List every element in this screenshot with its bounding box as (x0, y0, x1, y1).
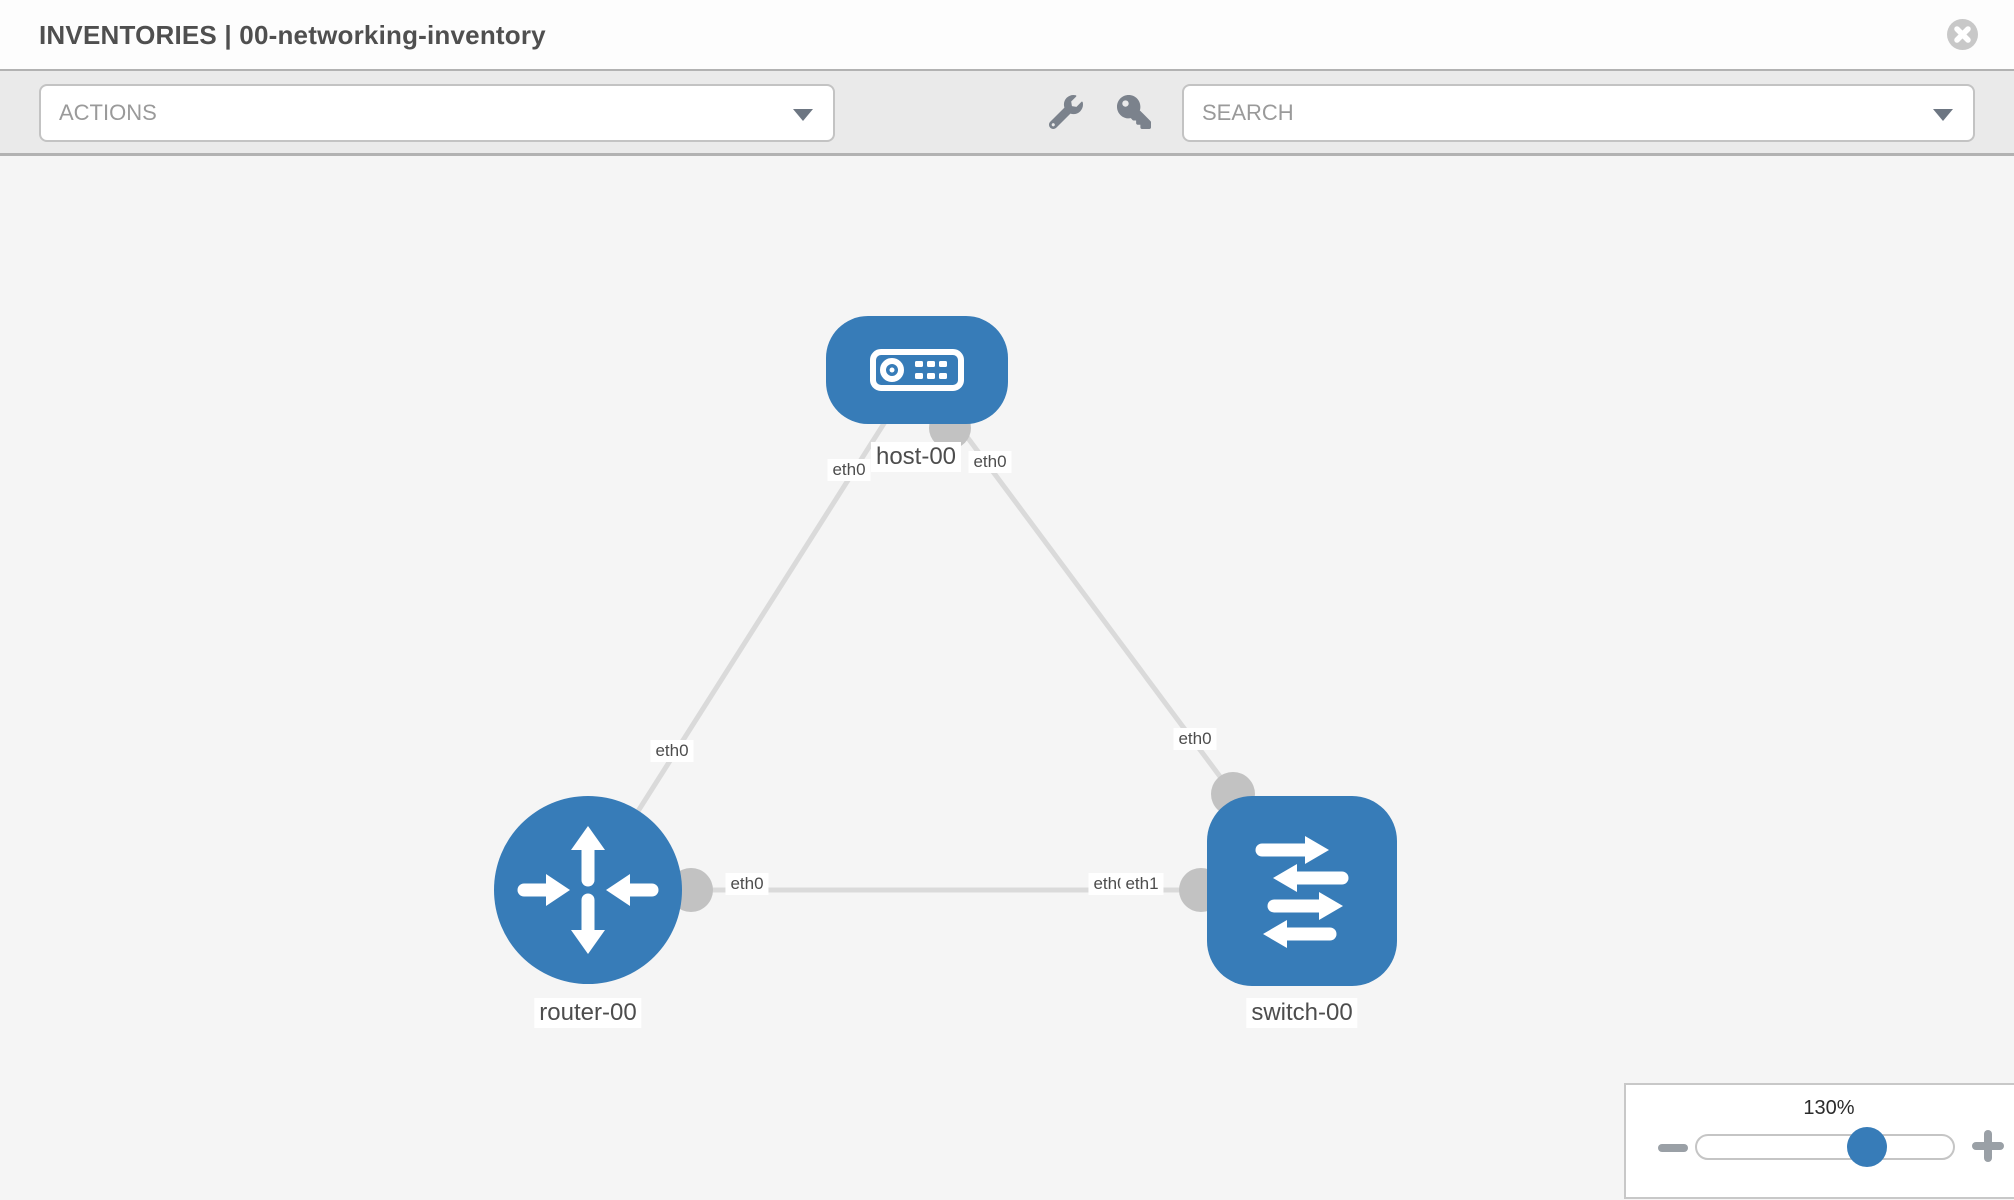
node-label-host-00: host-00 (870, 442, 962, 472)
zoom-slider-thumb[interactable] (1847, 1127, 1887, 1167)
breadcrumb-header: INVENTORIES | 00-networking-inventory (0, 0, 2014, 71)
chevron-down-icon (1933, 109, 1953, 121)
ports-layer (669, 407, 1255, 912)
interface-label: eth0 (968, 451, 1012, 473)
zoom-level-value: 130% (1803, 1097, 1855, 1119)
zoom-control-panel: 130% (1624, 1083, 2014, 1199)
zoom-in-button[interactable] (1971, 1130, 2005, 1164)
interface-label: eth1 (1120, 873, 1164, 895)
interface-label: eth0 (827, 459, 871, 481)
zoom-out-button[interactable] (1656, 1137, 1690, 1157)
search-input[interactable] (1184, 86, 1973, 140)
close-button[interactable] (1947, 19, 1978, 50)
node-host-00[interactable] (826, 316, 1008, 424)
interface-label: eth0 (1173, 728, 1217, 750)
interface-label: eth0 (650, 740, 694, 762)
switch-icon (1255, 836, 1349, 948)
minus-icon (1658, 1143, 1688, 1152)
zoom-slider-track[interactable] (1695, 1127, 1955, 1167)
close-icon (1947, 19, 1978, 50)
key-icon[interactable] (1117, 95, 1151, 129)
host-icon (870, 349, 964, 391)
node-label-router-00: router-00 (534, 998, 642, 1028)
toolbar: ACTIONS (0, 71, 2014, 156)
topology-canvas[interactable]: eth0 eth0 eth0 eth0 eth0 eth0 eth1 host-… (0, 156, 2014, 1199)
node-switch-00[interactable] (1207, 796, 1397, 986)
actions-dropdown-label: ACTIONS (59, 100, 157, 125)
page-title: INVENTORIES | 00-networking-inventory (39, 20, 546, 50)
node-label-switch-00: switch-00 (1246, 998, 1358, 1028)
chevron-down-icon (793, 109, 813, 121)
plus-icon (1972, 1130, 2004, 1162)
wrench-icon[interactable] (1049, 95, 1083, 129)
links-layer (585, 412, 1236, 893)
actions-dropdown[interactable]: ACTIONS (39, 84, 835, 142)
node-router-00[interactable] (494, 796, 682, 984)
topology-graph (494, 316, 1397, 986)
search-dropdown[interactable] (1182, 84, 1975, 142)
interface-label: eth0 (725, 873, 769, 895)
router-icon (517, 826, 659, 954)
